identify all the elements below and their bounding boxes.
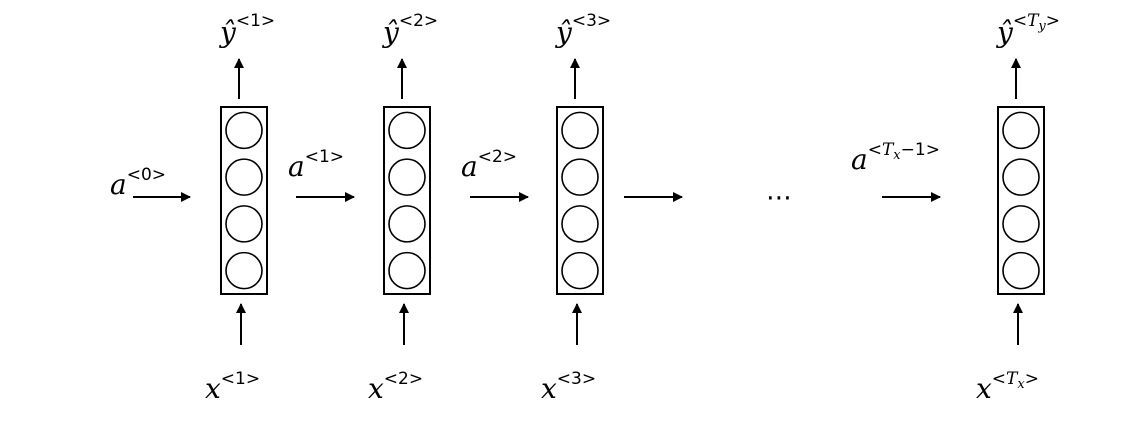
rnn-cell-4 [997, 58, 1045, 345]
cell-box [383, 106, 431, 295]
hidden-unit-node [561, 205, 599, 243]
label-a-tx-minus-1: a<Tx−1> [851, 140, 940, 176]
hidden-unit-node [561, 111, 599, 150]
label-yhat-1: ŷ<1> [218, 11, 275, 49]
label-yhat-2: ŷ<2> [381, 11, 438, 49]
rnn-cell-2 [383, 58, 431, 345]
rnn-cell-1 [220, 58, 268, 345]
hidden-unit-node [225, 158, 263, 196]
label-x-2: x<2> [368, 369, 423, 405]
cell-box [997, 106, 1045, 295]
hidden-unit-node [1002, 111, 1040, 150]
label-yhat-3: ŷ<3> [554, 11, 611, 49]
hidden-unit-node [388, 158, 426, 196]
hidden-unit-node [561, 158, 599, 196]
hidden-unit-node [225, 111, 263, 150]
ellipsis: ⋯ [766, 183, 792, 213]
cell-box [220, 106, 268, 295]
hidden-unit-node [225, 205, 263, 243]
cell-box [556, 106, 604, 295]
label-x-3: x<3> [541, 369, 596, 405]
hidden-unit-node [1002, 205, 1040, 243]
hidden-unit-node [388, 205, 426, 243]
label-a1: a<1> [288, 147, 344, 183]
hidden-unit-node [1002, 251, 1040, 290]
hidden-unit-node [388, 111, 426, 150]
label-x-tx: x<Tx> [976, 369, 1039, 405]
hidden-unit-node [388, 251, 426, 290]
hidden-unit-node [561, 251, 599, 290]
hidden-unit-node [225, 251, 263, 290]
hidden-unit-node [1002, 158, 1040, 196]
label-x-1: x<1> [205, 369, 260, 405]
label-yhat-ty: ŷ<Ty> [995, 11, 1060, 49]
label-a0: a<0> [110, 165, 166, 201]
label-a2: a<2> [461, 147, 517, 183]
rnn-cell-3 [556, 58, 604, 345]
